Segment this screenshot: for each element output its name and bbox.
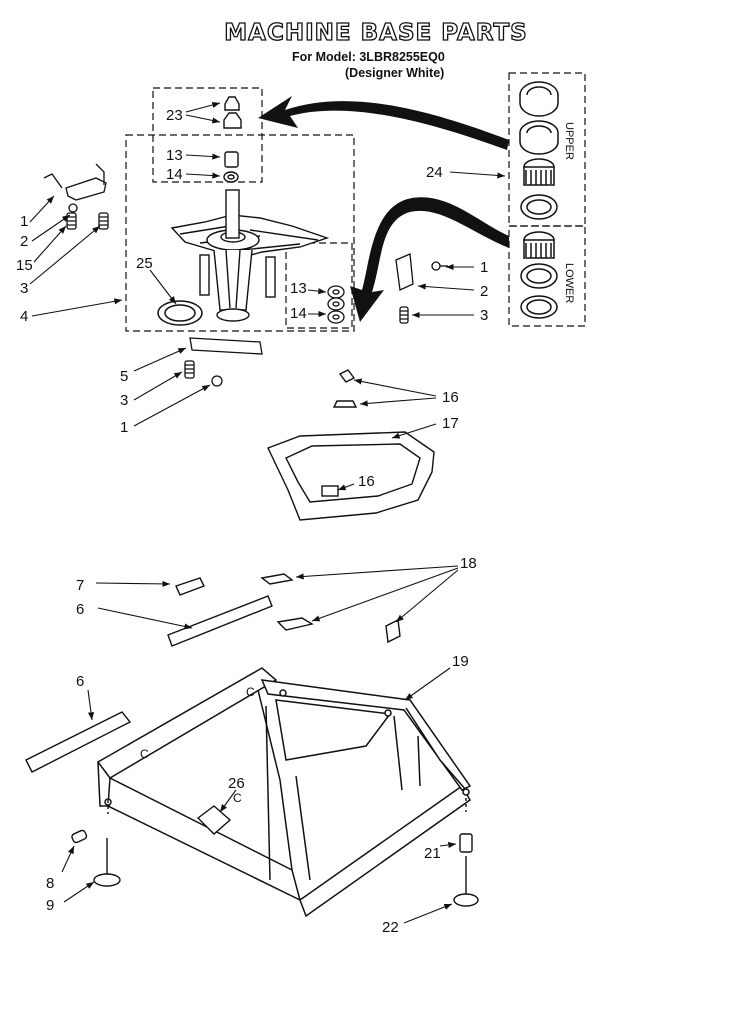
callout-2-right: 2 <box>480 283 488 300</box>
callout-3-lower: 3 <box>120 392 128 409</box>
callout-25: 25 <box>136 255 153 272</box>
frame-mark-3: C <box>233 791 242 805</box>
callout-17: 17 <box>442 415 459 432</box>
callout-8: 8 <box>46 875 54 892</box>
callout-13-lower: 13 <box>290 280 307 297</box>
callout-14-upper: 14 <box>166 166 183 183</box>
callout-numbers: 23 13 14 1 2 15 3 4 25 24 1 2 3 13 14 5 … <box>16 107 488 936</box>
callout-3-right: 3 <box>480 307 488 324</box>
lower-kit-label: LOWER <box>563 263 575 303</box>
callout-22: 22 <box>382 919 399 936</box>
frame-mark-1: C <box>246 685 255 699</box>
callout-2-left: 2 <box>20 233 28 250</box>
box-lower-bearing <box>508 225 586 327</box>
upper-kit-arrow <box>258 96 509 150</box>
base-frame-19 <box>96 667 472 918</box>
model-number: For Model: 3LBR8255EQ0 <box>292 50 445 64</box>
callout-7: 7 <box>76 577 84 594</box>
ring-part <box>157 300 203 326</box>
base-assembly-drawing <box>170 189 330 322</box>
callout-21: 21 <box>424 845 441 862</box>
callout-26: 26 <box>228 775 245 792</box>
model-color: (Designer White) <box>345 66 445 80</box>
box-base-assembly <box>125 134 355 332</box>
callout-4: 4 <box>20 308 28 325</box>
lower-kit-arrow <box>350 197 509 322</box>
big-arrows <box>258 96 509 322</box>
callout-13-upper: 13 <box>166 147 183 164</box>
callout-1-left: 1 <box>20 213 28 230</box>
callout-24: 24 <box>426 164 443 181</box>
callout-6-lower: 6 <box>76 673 84 690</box>
callout-16-upper: 16 <box>442 389 459 406</box>
callout-1-right: 1 <box>480 259 488 276</box>
fastener-parts <box>43 163 448 387</box>
callout-9: 9 <box>46 897 54 914</box>
bushing-parts <box>223 96 242 183</box>
frame-mark-2: C <box>140 747 149 761</box>
group-boxes <box>125 72 586 332</box>
suspension-parts <box>25 573 401 773</box>
mount-frame-17 <box>267 369 435 521</box>
callout-5: 5 <box>120 368 128 385</box>
callout-leaders <box>29 101 506 924</box>
leg-parts <box>71 798 479 907</box>
callout-15: 15 <box>16 257 33 274</box>
callout-3-left: 3 <box>20 280 28 297</box>
callout-23: 23 <box>166 107 183 124</box>
callout-1-lower: 1 <box>120 419 128 436</box>
callout-19: 19 <box>452 653 469 670</box>
upper-kit-label: UPPER <box>563 122 575 160</box>
box-lower-bushings <box>285 242 353 329</box>
bearing-kit-parts <box>519 81 559 319</box>
page-title: MACHINE BASE PARTS <box>224 19 528 46</box>
callout-14-lower: 14 <box>290 305 307 322</box>
callout-6-upper: 6 <box>76 601 84 618</box>
callout-16-lower: 16 <box>358 473 375 490</box>
callout-18: 18 <box>460 555 477 572</box>
